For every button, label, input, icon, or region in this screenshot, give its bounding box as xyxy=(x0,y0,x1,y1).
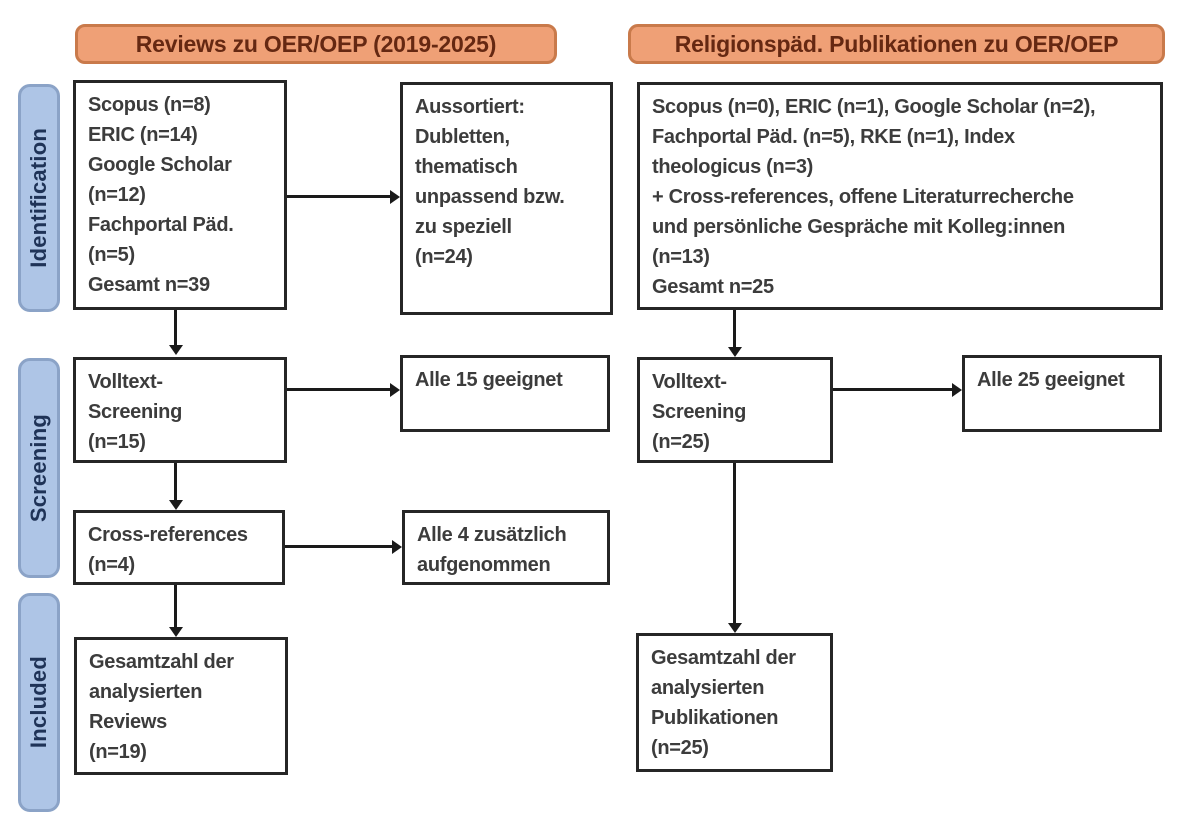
box-right-screening-result: Alle 25 geeignet xyxy=(962,355,1162,432)
box-left-crossref-result: Alle 4 zusätzlich aufgenommen xyxy=(402,510,610,585)
arrow-right-identification-to-screening xyxy=(727,310,742,357)
arrow-left-screening-to-result xyxy=(287,382,400,397)
stage-label-screening-text: Screening xyxy=(26,413,51,523)
box-right-fulltext-screening: Volltext- Screening (n=25) xyxy=(637,357,833,463)
stage-label-included-text: Included xyxy=(26,656,51,749)
stage-label-identification-text: Identification xyxy=(26,128,51,268)
box-left-crossreferences: Cross-references (n=4) xyxy=(73,510,285,585)
box-left-identification-sources: Scopus (n=8) ERIC (n=14) Google Scholar … xyxy=(73,80,287,310)
arrow-left-identification-to-screening xyxy=(168,310,183,355)
stage-label-screening: Screening xyxy=(18,358,60,578)
box-left-excluded: Aussortiert: Dubletten, thematisch unpas… xyxy=(400,82,613,315)
stage-label-included: Included xyxy=(18,593,60,812)
arrow-left-crossref-to-included xyxy=(168,585,183,637)
arrow-left-screening-to-crossref xyxy=(168,463,183,510)
box-left-included-total: Gesamtzahl der analysierten Reviews (n=1… xyxy=(74,637,288,775)
stage-label-identification: Identification xyxy=(18,84,60,312)
arrow-right-screening-to-result xyxy=(833,382,962,397)
header-reviews: Reviews zu OER/OEP (2019-2025) xyxy=(75,24,557,64)
arrow-left-crossref-to-result xyxy=(285,539,402,554)
box-left-screening-result: Alle 15 geeignet xyxy=(400,355,610,432)
box-right-identification-sources: Scopus (n=0), ERIC (n=1), Google Scholar… xyxy=(637,82,1163,310)
box-left-fulltext-screening: Volltext- Screening (n=15) xyxy=(73,357,287,463)
box-right-included-total: Gesamtzahl der analysierten Publikatione… xyxy=(636,633,833,772)
arrow-left-identification-to-excluded xyxy=(287,189,400,204)
arrow-right-screening-to-included xyxy=(727,463,742,633)
header-religionspaed-publikationen: Religionspäd. Publikationen zu OER/OEP xyxy=(628,24,1165,64)
